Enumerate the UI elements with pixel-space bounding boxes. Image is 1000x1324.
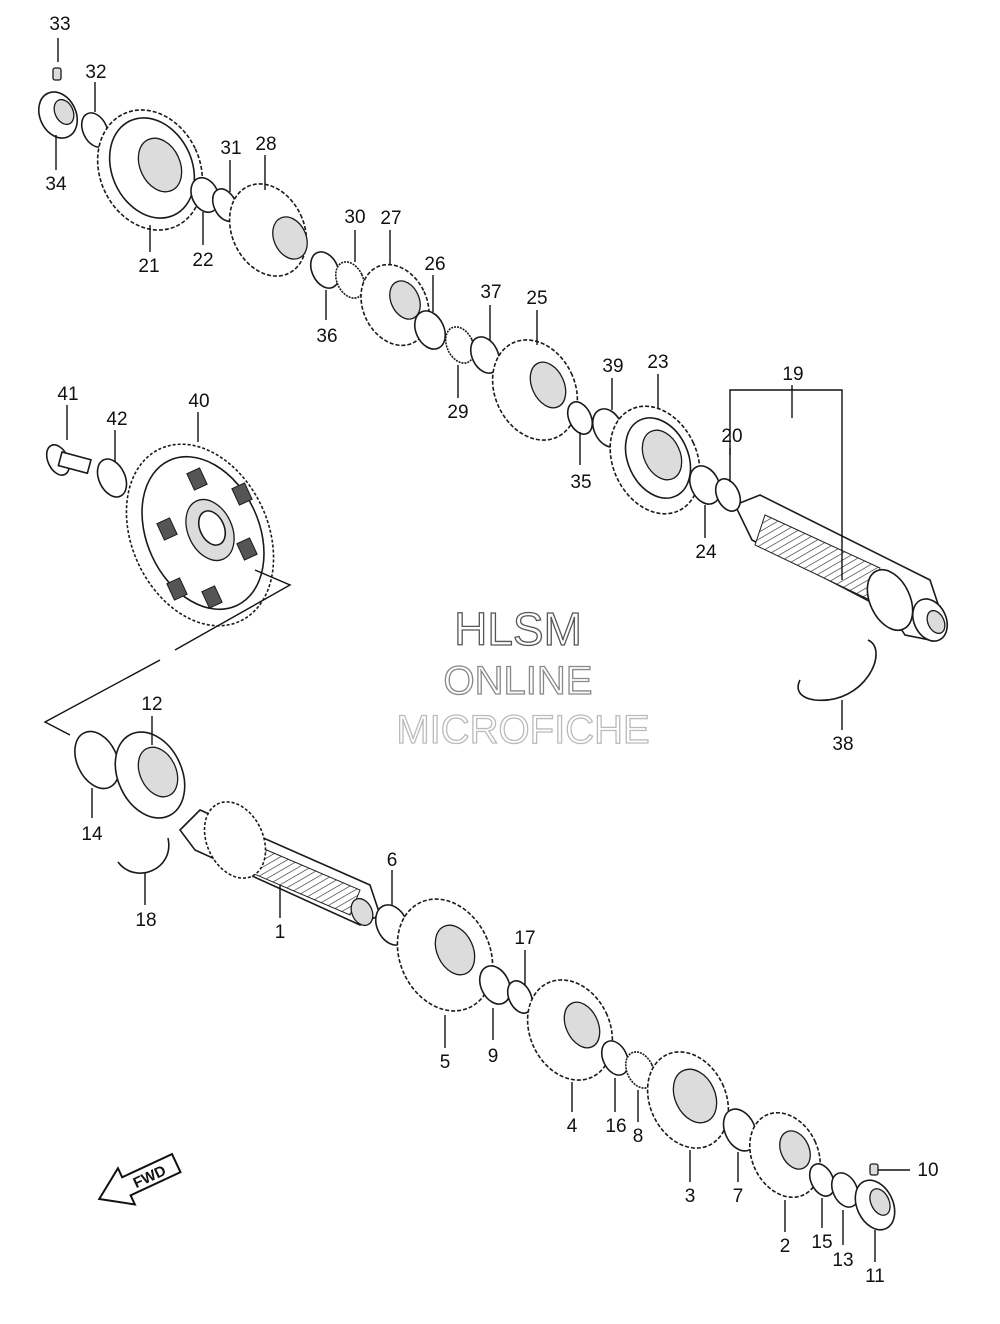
fwd-arrow: FWD	[97, 1152, 182, 1206]
countershaft-19	[733, 494, 949, 642]
callout-16: 16	[605, 1116, 626, 1137]
callout-22: 22	[192, 250, 213, 271]
callout-19: 19	[782, 364, 803, 385]
callout-2: 2	[780, 1236, 791, 1257]
callout-25: 25	[526, 288, 547, 309]
callout-15: 15	[811, 1232, 832, 1253]
gear-27	[360, 263, 430, 347]
callout-37: 37	[480, 282, 501, 303]
countershaft-assembly	[37, 67, 949, 701]
washer-30	[334, 261, 366, 299]
watermark: HLSM ONLINE MICROFICHE	[396, 602, 651, 752]
callout-24: 24	[695, 542, 717, 563]
callout-39: 39	[602, 356, 623, 377]
callout-38: 38	[832, 734, 853, 755]
gear-23	[609, 405, 701, 515]
callout-35: 35	[570, 472, 591, 493]
callout-23: 23	[647, 352, 668, 373]
callout-30: 30	[344, 207, 365, 228]
callout-12: 12	[141, 694, 162, 715]
watermark-line-3: MICROFICHE	[396, 708, 649, 752]
callout-1: 1	[275, 922, 286, 943]
washer-42	[96, 458, 128, 498]
callout-4: 4	[567, 1116, 578, 1137]
callout-27: 27	[380, 208, 401, 229]
callout-41: 41	[57, 384, 78, 405]
watermark-line-1: HLSM	[454, 603, 582, 655]
callout-33: 33	[49, 14, 70, 35]
circlip-18	[117, 837, 170, 874]
gear-40	[125, 443, 275, 627]
callout-9: 9	[488, 1046, 499, 1067]
circlip-38	[797, 639, 877, 701]
bearing-12	[114, 731, 186, 819]
callout-3: 3	[685, 1186, 696, 1207]
gear-5	[396, 898, 494, 1012]
callout-10: 10	[917, 1160, 938, 1181]
bushing-11	[854, 1163, 896, 1231]
shaft-1	[178, 801, 381, 927]
gear-4	[526, 979, 614, 1081]
callout-32: 32	[85, 62, 106, 83]
callout-11: 11	[865, 1266, 885, 1287]
washer-13	[830, 1172, 860, 1208]
callout-20: 20	[721, 426, 742, 447]
callout-17: 17	[514, 928, 535, 949]
bushing-26	[413, 310, 447, 350]
callout-34: 34	[45, 174, 67, 195]
bolt-41	[45, 444, 92, 476]
callout-7: 7	[733, 1186, 744, 1207]
circlip-17	[506, 980, 534, 1014]
callout-40: 40	[188, 391, 209, 412]
gear-3	[646, 1051, 730, 1149]
bushing-24	[688, 465, 722, 505]
washer-15	[808, 1163, 836, 1197]
driveshaft-assembly	[74, 730, 896, 1231]
callout-28: 28	[255, 134, 276, 155]
washer-14	[74, 730, 120, 790]
washer-9	[478, 965, 512, 1005]
circlip-16	[600, 1040, 630, 1076]
primary-driven-gear-assembly	[43, 443, 292, 736]
gear-28	[228, 183, 308, 277]
gear-25	[491, 339, 579, 441]
callout-labels: 33 32 34 21 31 28 22 30 27 26 36 37 25 2…	[45, 14, 938, 1287]
callout-42: 42	[106, 409, 127, 430]
circlip-36	[309, 251, 341, 289]
watermark-line-2: ONLINE	[444, 659, 593, 703]
washer-29	[444, 326, 476, 364]
callout-21: 21	[138, 256, 159, 277]
washer-20	[714, 478, 742, 512]
callout-29: 29	[447, 402, 468, 423]
callout-13: 13	[832, 1250, 853, 1271]
callout-31: 31	[220, 138, 241, 159]
callout-18: 18	[135, 910, 156, 931]
circlip-35	[566, 401, 594, 435]
callout-5: 5	[440, 1052, 451, 1073]
leader-lines	[55, 38, 910, 1262]
callout-26: 26	[424, 254, 445, 275]
callout-8: 8	[633, 1126, 644, 1147]
gear-2	[748, 1111, 822, 1199]
gear-21	[96, 109, 204, 231]
callout-36: 36	[316, 326, 337, 347]
bushing-34	[37, 67, 79, 139]
callout-14: 14	[81, 824, 103, 845]
callout-6: 6	[387, 850, 398, 871]
